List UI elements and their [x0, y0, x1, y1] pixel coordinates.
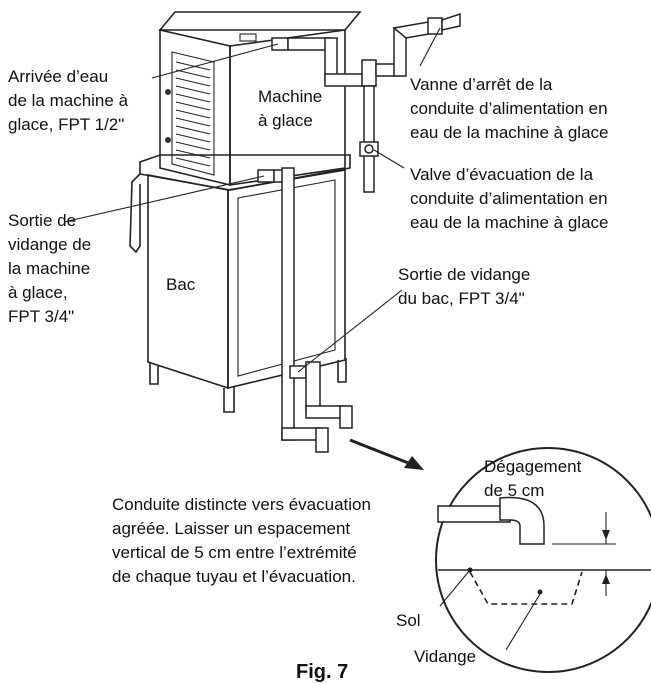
label-water-inlet: Arrivée d’eau de la machine à glace, FPT… [8, 67, 133, 134]
label-bin: Bac [166, 275, 196, 294]
label-drain: Vidange [414, 647, 476, 666]
label-floor: Sol [396, 611, 421, 630]
bin-drain-piping [289, 361, 353, 429]
ice-bin [129, 154, 351, 413]
label-machine-drain: Sortie de vidange de la machine à glace,… [8, 211, 96, 326]
label-ice-machine: Machine à glace [258, 87, 327, 130]
label-bin-drain: Sortie de vidange du bac, FPT 3/4" [398, 265, 535, 308]
ice-machine-head [158, 11, 362, 187]
leader-lines [63, 27, 441, 373]
detail-arrow [349, 438, 424, 470]
figure-caption: Fig. 7 [296, 661, 348, 683]
label-shutoff-valve: Vanne d’arrêt de la conduite d’alimentat… [410, 75, 612, 142]
water-supply-piping [271, 12, 461, 193]
label-separate-line: Conduite distincte vers évacuation agréé… [112, 495, 376, 586]
label-clearance: Dégagement de 5 cm [484, 457, 586, 500]
label-drain-valve: Valve d’évacuation de la conduite d’alim… [410, 165, 612, 232]
grille-slats [175, 61, 211, 167]
detail-view [435, 447, 651, 673]
